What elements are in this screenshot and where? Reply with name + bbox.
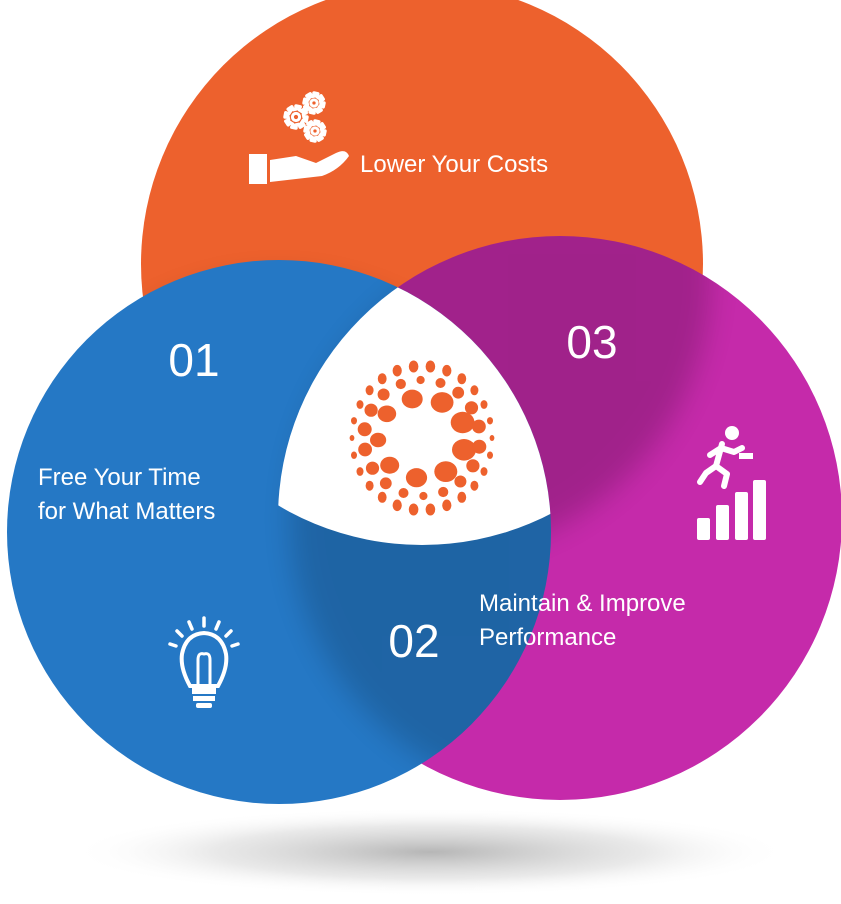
performance-growth-icon — [697, 426, 766, 540]
hand-gears-icon — [249, 91, 349, 184]
label-free-time-line1: Free Your Time — [38, 464, 201, 491]
number-02: 02 — [388, 615, 439, 667]
lightbulb-icon — [168, 616, 240, 708]
label-performance-line1: Maintain & Improve — [479, 590, 686, 617]
label-lower-costs: Lower Your Costs — [360, 151, 548, 178]
number-01: 01 — [168, 334, 219, 386]
label-performance-line2: Performance — [479, 624, 616, 651]
floor-shadow — [70, 808, 790, 896]
dotted-sphere-logo-icon — [349, 360, 495, 516]
label-free-time-line2: for What Matters — [38, 498, 215, 525]
number-03: 03 — [566, 316, 617, 368]
